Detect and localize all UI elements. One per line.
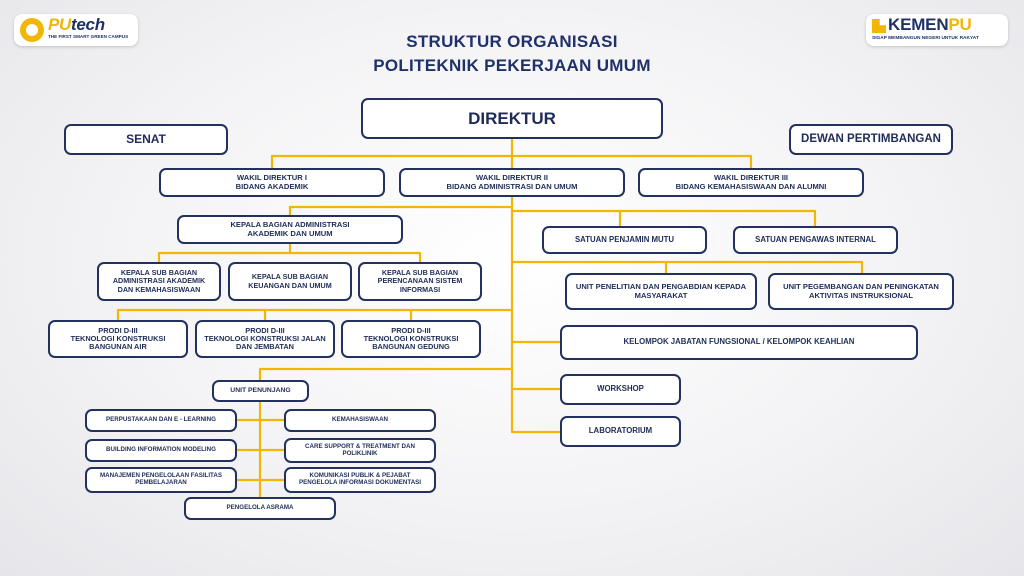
kemenpu-logo-mark: [872, 19, 886, 33]
wakil-direktur-1-box: WAKIL DIREKTUR I BIDANG AKADEMIK: [159, 168, 385, 197]
satuan-pengawas-internal-box: SATUAN PENGAWAS INTERNAL: [733, 226, 898, 254]
unit-penunjang-box: UNIT PENUNJANG: [212, 380, 309, 402]
satuan-penjamin-mutu-box: SATUAN PENJAMIN MUTU: [542, 226, 707, 254]
workshop-box: WORKSHOP: [560, 374, 681, 405]
kemahasiswaan-box: KEMAHASISWAAN: [284, 409, 436, 432]
wakil-direktur-2-box: WAKIL DIREKTUR II BIDANG ADMINISTRASI DA…: [399, 168, 625, 197]
care-support-box: CARE SUPPORT & TREATMENT DAN POLIKLINIK: [284, 438, 436, 463]
page-title-line-1: STRUKTUR ORGANISASI: [406, 32, 618, 51]
putech-logo: PUtech THE FIRST SMART GREEN CAMPUS: [14, 14, 138, 46]
prodi-jalan-jembatan-box: PRODI D-III TEKNOLOGI KONSTRUKSI JALAN D…: [195, 320, 335, 358]
pengelola-asrama-box: PENGELOLA ASRAMA: [184, 497, 336, 520]
sub-bagian-keuangan-box: KEPALA SUB BAGIAN KEUANGAN DAN UMUM: [228, 262, 352, 301]
prodi-bangunan-air-box: PRODI D-III TEKNOLOGI KONSTRUKSI BANGUNA…: [48, 320, 188, 358]
kepala-bagian-box: KEPALA BAGIAN ADMINISTRASI AKADEMIK DAN …: [177, 215, 403, 244]
putech-logo-mark: [20, 18, 44, 42]
kelompok-jabatan-fungsional-box: KELOMPOK JABATAN FUNGSIONAL / KELOMPOK K…: [560, 325, 918, 360]
putech-logo-text: PUtech: [48, 15, 105, 34]
kemenpu-logo: KEMENPU SIGAP MEMBANGUN NEGERI UNTUK RAK…: [866, 14, 1008, 46]
building-information-modeling-box: BUILDING INFORMATION MODELING: [85, 439, 237, 462]
sub-bagian-perencanaan-box: KEPALA SUB BAGIAN PERENCANAAN SISTEM INF…: [358, 262, 482, 301]
kemenpu-logo-text: KEMENPU: [888, 15, 972, 34]
page-title-line-2: POLITEKNIK PEKERJAAN UMUM: [373, 56, 651, 75]
laboratorium-box: LABORATORIUM: [560, 416, 681, 447]
unit-pengembangan-box: UNIT PEGEMBANGAN DAN PENINGKATAN AKTIVIT…: [768, 273, 954, 310]
dewan-pertimbangan-box: DEWAN PERTIMBANGAN: [789, 124, 953, 155]
prodi-bangunan-gedung-box: PRODI D-III TEKNOLOGI KONSTRUKSI BANGUNA…: [341, 320, 481, 358]
perpustakaan-box: PERPUSTAKAAN DAN E - LEARNING: [85, 409, 237, 432]
direktur-box: DIREKTUR: [361, 98, 663, 139]
unit-penelitian-box: UNIT PENELITIAN DAN PENGABDIAN KEPADA MA…: [565, 273, 757, 310]
komunikasi-publik-box: KOMUNIKASI PUBLIK & PEJABAT PENGELOLA IN…: [284, 467, 436, 493]
wakil-direktur-3-box: WAKIL DIREKTUR III BIDANG KEMAHASISWAAN …: [638, 168, 864, 197]
manajemen-fasilitas-box: MANAJEMEN PENGELOLAAN FASILITAS PEMBELAJ…: [85, 467, 237, 493]
kemenpu-tagline: SIGAP MEMBANGUN NEGERI UNTUK RAKYAT: [872, 36, 979, 41]
putech-tagline: THE FIRST SMART GREEN CAMPUS: [48, 34, 129, 39]
senat-box: SENAT: [64, 124, 228, 155]
sub-bagian-akademik-box: KEPALA SUB BAGIAN ADMINISTRASI AKADEMIK …: [97, 262, 221, 301]
